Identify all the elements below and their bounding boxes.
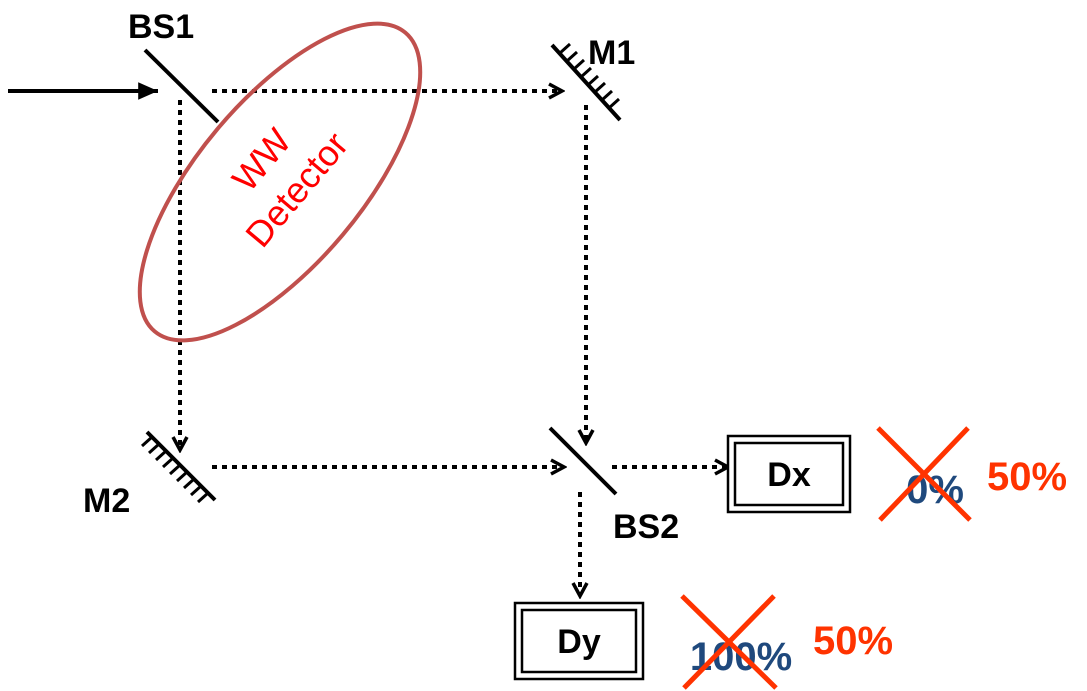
label-bs1: BS1 <box>128 8 194 46</box>
detector-dx: Dx <box>726 434 852 514</box>
dx-cross-out <box>876 426 972 522</box>
dy-new-percent: 50% <box>813 619 893 663</box>
beam-splitter-bs2 <box>548 426 618 496</box>
mirror-m1 <box>550 42 622 122</box>
dy-cross-out <box>680 594 778 690</box>
which-way-detector-ellipse <box>137 21 423 343</box>
label-dx: Dx <box>767 456 811 494</box>
label-m2: M2 <box>83 482 130 520</box>
beam-splitter-bs1 <box>143 48 220 124</box>
detector-dy: Dy <box>513 601 645 681</box>
label-dy: Dy <box>557 623 601 661</box>
dx-new-percent: 50% <box>987 455 1067 499</box>
mirror-m2 <box>140 430 217 504</box>
label-bs2: BS2 <box>613 508 679 546</box>
label-m1: M1 <box>588 34 635 72</box>
